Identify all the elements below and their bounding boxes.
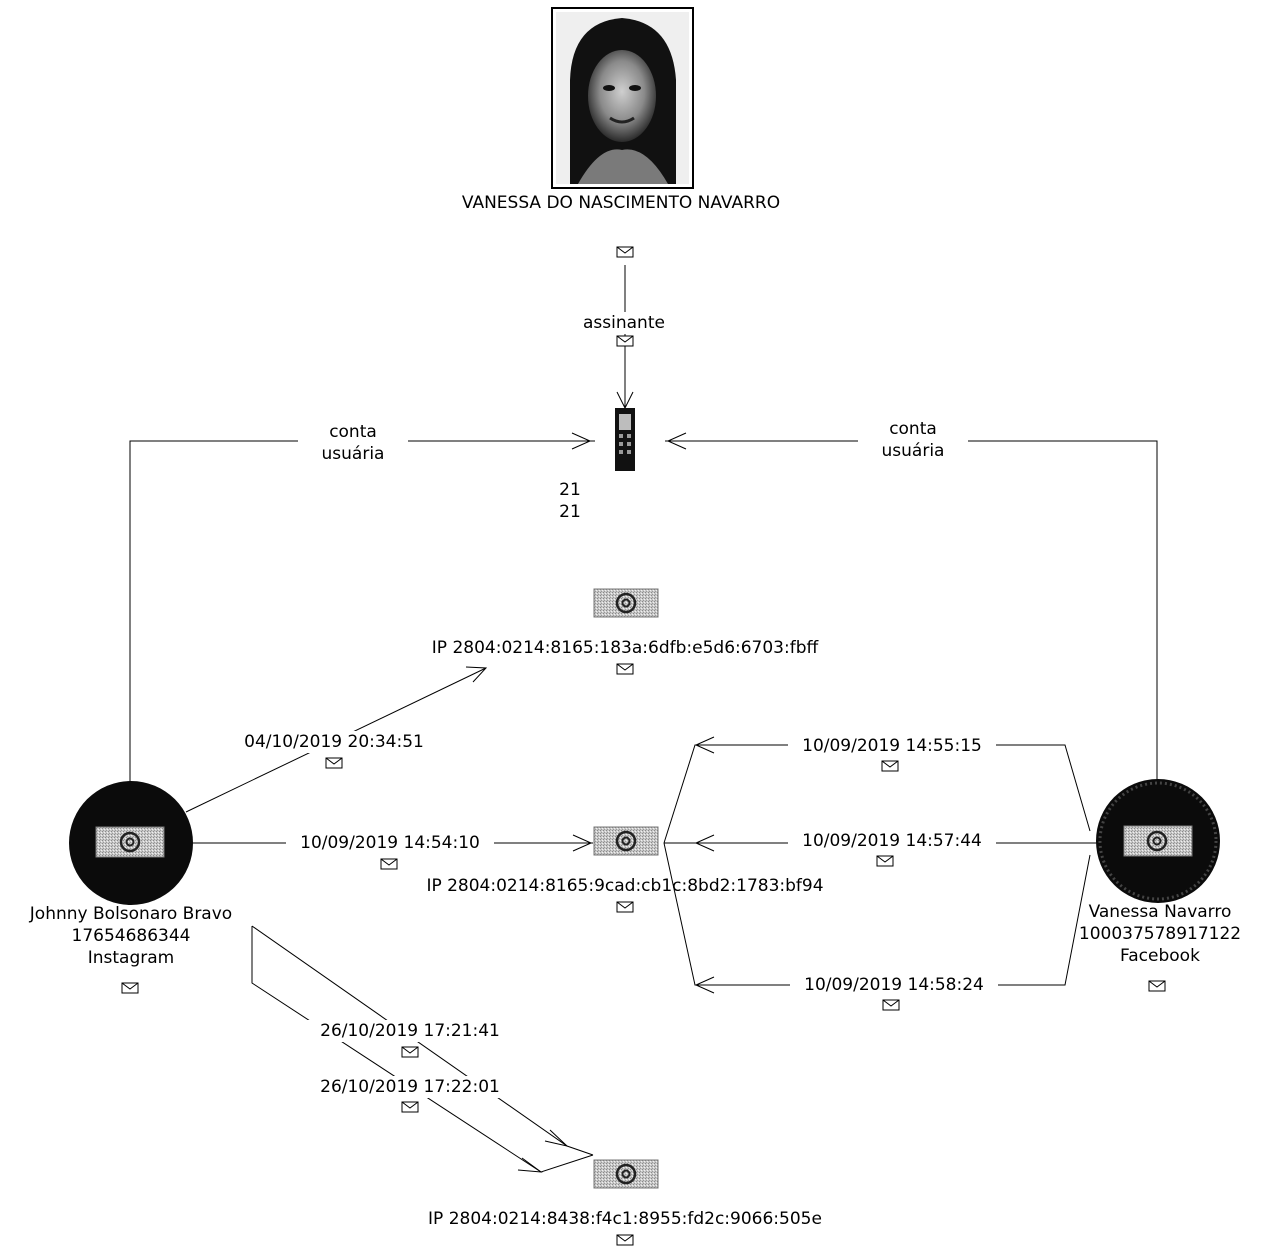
- account-id: 17654686344: [71, 926, 191, 946]
- envelope-icon[interactable]: [1148, 980, 1166, 992]
- at-icon[interactable]: [593, 826, 659, 856]
- instagram-account-label: Johnny Bolsonaro Bravo 17654686344 Insta…: [0, 903, 262, 969]
- account-platform: Instagram: [87, 948, 175, 968]
- edge-access-2610-1722: [251, 926, 594, 1173]
- edge-label-access: 04/10/2019 20:34:51: [230, 731, 438, 753]
- phone-label: 21 21: [548, 479, 592, 523]
- account-name: Vanessa Navarro: [1088, 902, 1232, 922]
- account-name: Johnny Bolsonaro Bravo: [29, 904, 233, 924]
- account-platform: Facebook: [1120, 946, 1200, 966]
- edge-label-access: 10/09/2019 14:54:10: [286, 832, 494, 854]
- arrow-head-conta-left: [571, 432, 592, 450]
- edge-conta-usuaria-left: [129, 440, 595, 784]
- edge-label-access: 10/09/2019 14:57:44: [788, 830, 996, 852]
- account-id: 100037578917122: [1078, 924, 1242, 944]
- edge-label-line: conta: [889, 419, 937, 439]
- facebook-account-node[interactable]: [1096, 779, 1220, 903]
- edge-label-assinante: assinante: [574, 312, 674, 334]
- envelope-icon[interactable]: [876, 855, 894, 867]
- edge-label-access: 10/09/2019 14:58:24: [790, 974, 998, 996]
- person-name: VANESSA DO NASCIMENTO NAVARRO: [461, 193, 781, 213]
- envelope-icon[interactable]: [881, 760, 899, 772]
- envelope-icon[interactable]: [380, 858, 398, 870]
- edge-label-line: usuária: [321, 444, 385, 464]
- ip-label: IP 2804:0214:8165:183a:6dfb:e5d6:6703:fb…: [431, 638, 819, 658]
- phone-line: 21: [559, 480, 581, 500]
- envelope-icon[interactable]: [121, 982, 139, 994]
- arrow-head-1457: [694, 834, 715, 852]
- envelope-icon[interactable]: [325, 757, 343, 769]
- envelope-icon[interactable]: [616, 335, 634, 347]
- edge-label-line: usuária: [881, 441, 945, 461]
- edge-conta-usuaria-right: [665, 440, 1158, 780]
- arrow-head-0410: [465, 666, 488, 683]
- ip-label: IP 2804:0214:8438:f4c1:8955:fd2c:9066:50…: [428, 1209, 822, 1229]
- edge-label-conta-left: conta usuária: [298, 421, 408, 465]
- edge-label-conta-right: conta usuária: [858, 418, 968, 462]
- edge-label-access: 10/09/2019 14:55:15: [788, 735, 996, 757]
- edge-label-access: 26/10/2019 17:22:01: [306, 1076, 514, 1098]
- envelope-icon[interactable]: [882, 999, 900, 1011]
- phone-icon[interactable]: [615, 408, 635, 471]
- envelope-icon[interactable]: [616, 246, 634, 258]
- arrow-head-1458: [694, 976, 715, 994]
- at-icon[interactable]: [593, 1159, 659, 1189]
- edge-label-access: 26/10/2019 17:21:41: [306, 1020, 514, 1042]
- instagram-account-node[interactable]: [69, 781, 193, 905]
- facebook-account-label: Vanessa Navarro 100037578917122 Facebook: [1060, 901, 1260, 967]
- envelope-icon[interactable]: [616, 901, 634, 913]
- at-icon[interactable]: [593, 588, 659, 618]
- envelope-icon[interactable]: [616, 663, 634, 675]
- arrow-head-1455: [694, 736, 715, 754]
- edge-label-line: conta: [329, 422, 377, 442]
- envelope-icon[interactable]: [401, 1046, 419, 1058]
- ip-label: IP 2804:0214:8165:9cad:cb1c:8bd2:1783:bf…: [426, 876, 824, 896]
- edge-access-1455: [663, 744, 1091, 844]
- phone-line: 21: [559, 502, 581, 522]
- arrow-head-1722: [517, 1157, 543, 1173]
- person-photo[interactable]: [551, 7, 694, 189]
- arrow-head-1454: [572, 834, 593, 852]
- arrow-head-1721: [544, 1129, 569, 1147]
- envelope-icon[interactable]: [616, 1234, 634, 1246]
- arrow-head-conta-right: [666, 432, 687, 450]
- envelope-icon[interactable]: [401, 1101, 419, 1113]
